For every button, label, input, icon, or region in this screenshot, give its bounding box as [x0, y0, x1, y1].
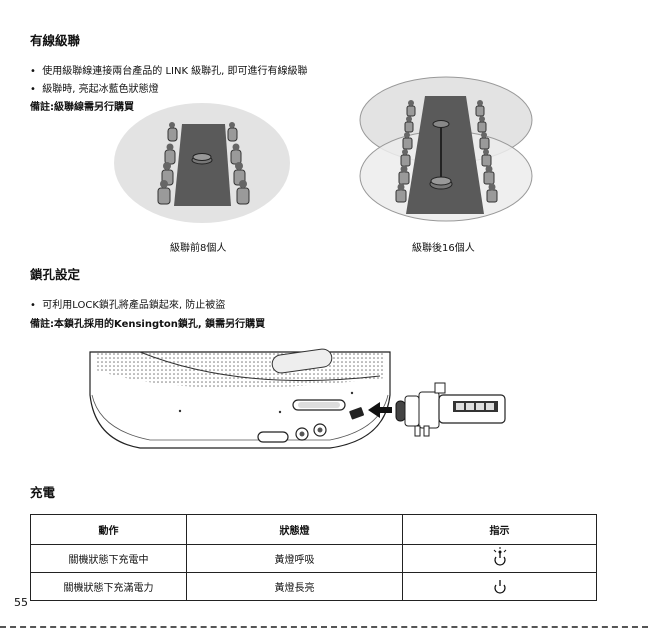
- cell-light: 黃燈長亮: [187, 573, 403, 601]
- table-row: 關機狀態下充電中 黃燈呼吸: [31, 545, 597, 573]
- charging-table: 動作 狀態燈 指示 關機狀態下充電中 黃燈呼吸 關機狀態下充滿電力 黃燈長亮: [30, 514, 597, 601]
- cell-light: 黃燈呼吸: [187, 545, 403, 573]
- power-breathing-icon: [490, 547, 510, 567]
- column-header-light: 狀態燈: [187, 515, 403, 545]
- cell-action: 關機狀態下充電中: [31, 545, 187, 573]
- power-icon: [490, 575, 510, 595]
- page-divider: [0, 626, 648, 628]
- cell-indicator: [403, 573, 597, 601]
- page-number: 55: [14, 596, 28, 609]
- column-header-indicator: 指示: [403, 515, 597, 545]
- table-row: 關機狀態下充滿電力 黃燈長亮: [31, 573, 597, 601]
- section-title-charging: 充電: [30, 482, 55, 501]
- column-header-action: 動作: [31, 515, 187, 545]
- cell-indicator: [403, 545, 597, 573]
- table-header-row: 動作 狀態燈 指示: [31, 515, 597, 545]
- cell-action: 關機狀態下充滿電力: [31, 573, 187, 601]
